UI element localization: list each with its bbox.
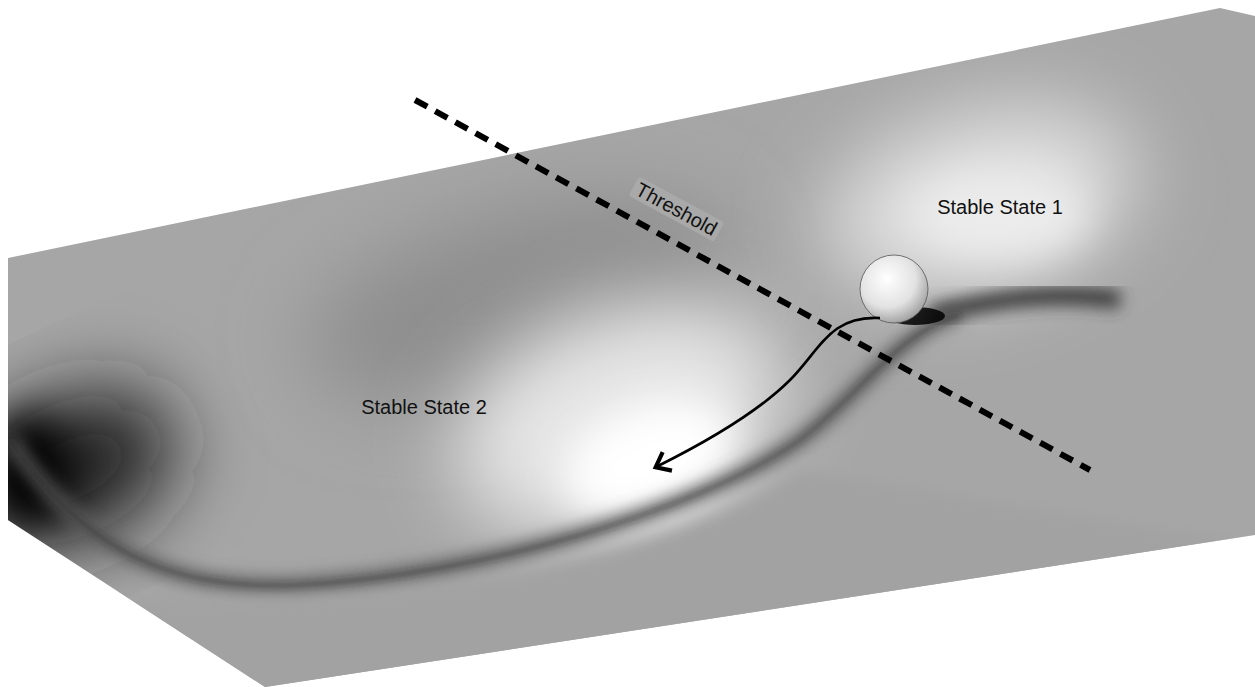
threshold-line — [415, 100, 1090, 470]
state-label: Stable State 1 — [937, 196, 1063, 218]
state-label: Stable State 2 — [361, 396, 487, 418]
ball — [860, 255, 928, 323]
trajectory-arrow — [658, 318, 880, 466]
